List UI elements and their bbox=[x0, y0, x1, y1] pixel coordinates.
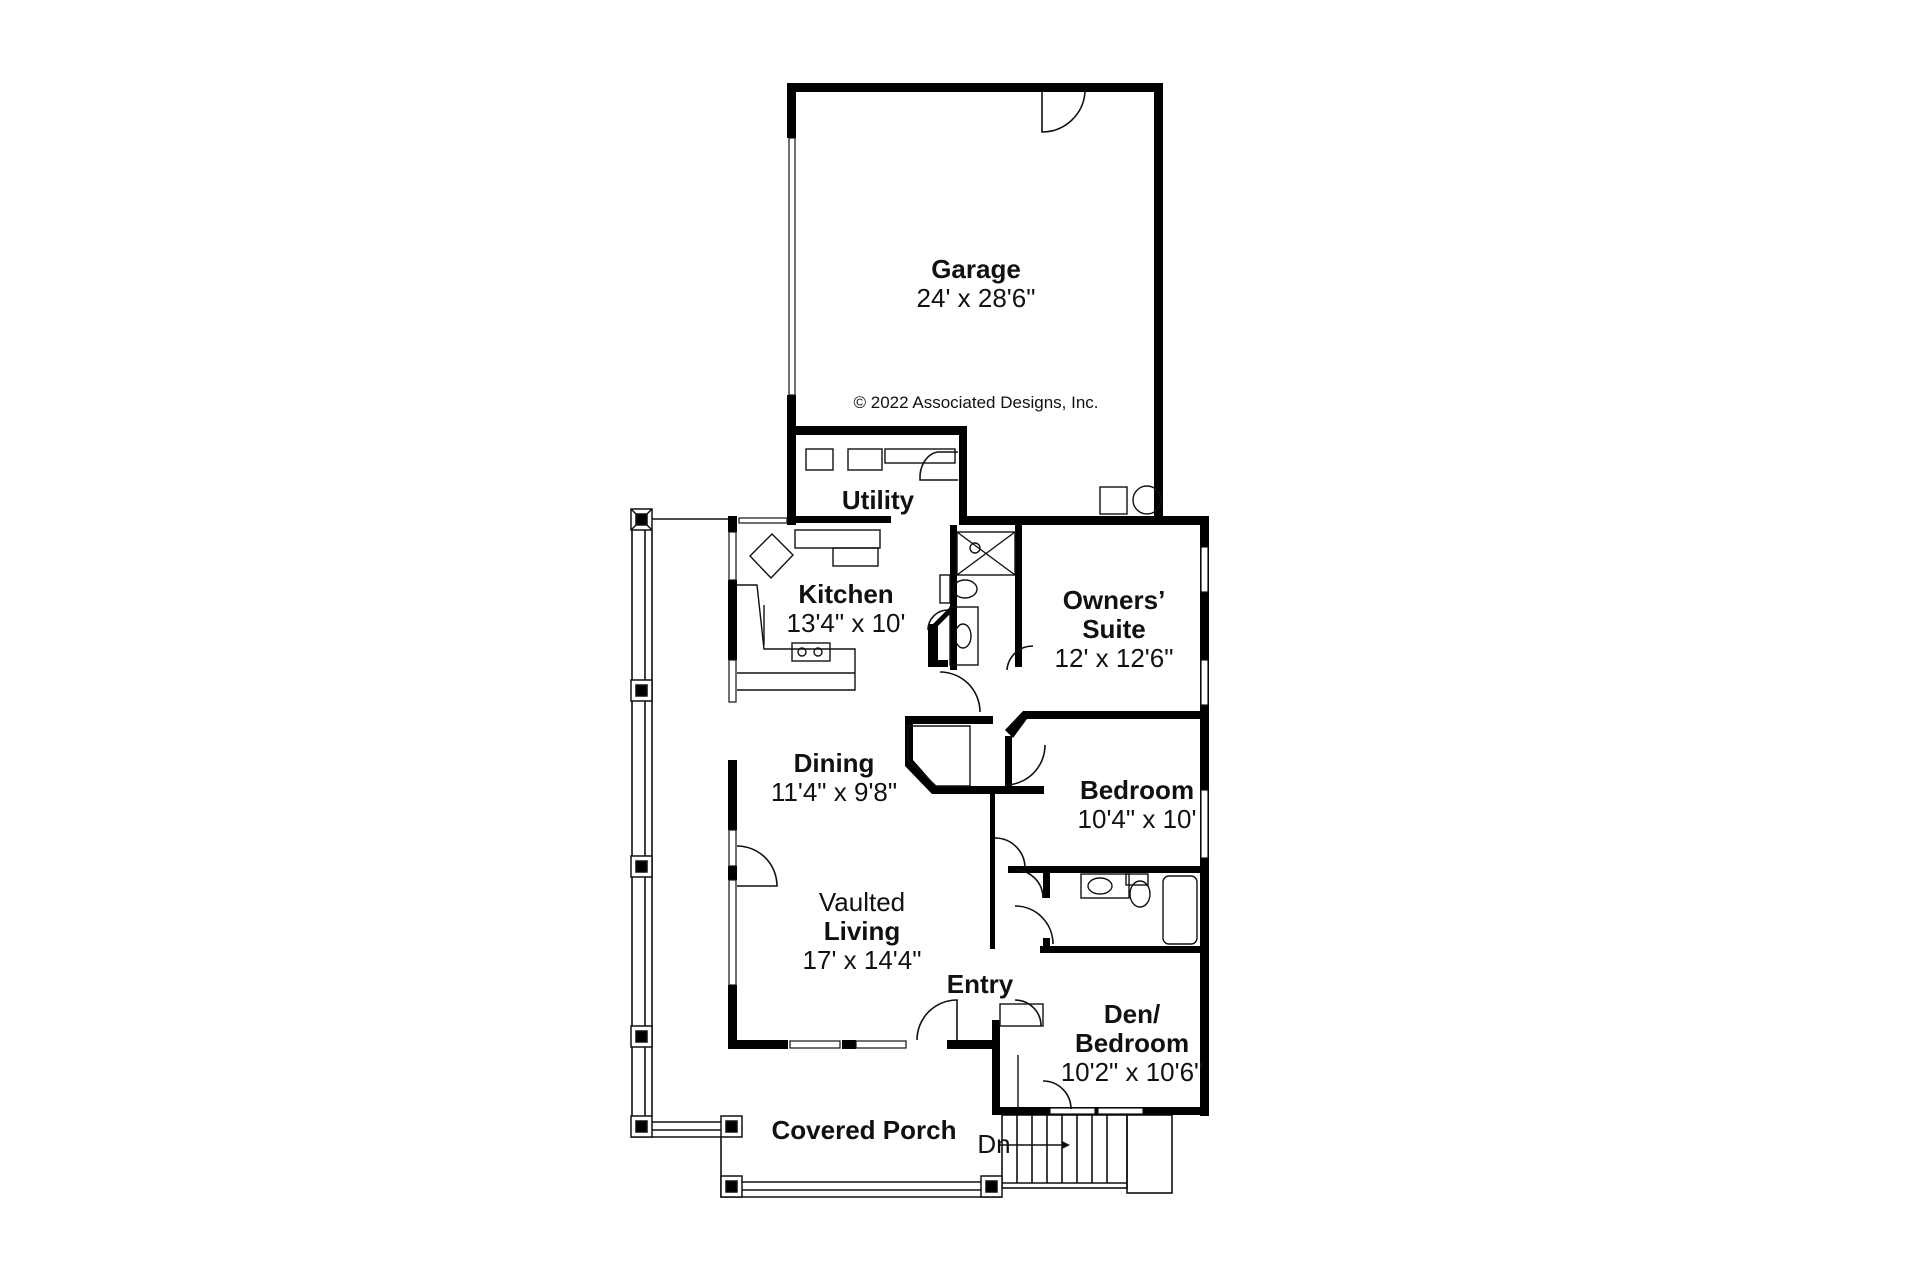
room-label-entry: Entry bbox=[946, 969, 1014, 999]
room-dims: 11'4" x 9'8" bbox=[770, 777, 898, 808]
door-swings bbox=[736, 91, 1086, 1110]
room-dims: 10'2" x 10'6" bbox=[1060, 1057, 1204, 1088]
room-label-den: Den/ Bedroom 10'2" x 10'6" bbox=[1060, 999, 1204, 1088]
room-name: Garage bbox=[931, 254, 1021, 284]
room-name: Utility bbox=[841, 485, 915, 515]
room-dims: 12' x 12'6" bbox=[1054, 643, 1174, 674]
room-dims: 24' x 28'6" bbox=[916, 283, 1036, 314]
room-name: Bedroom bbox=[1079, 775, 1195, 805]
room-label-owners-suite: Owners’ Suite 12' x 12'6" bbox=[1054, 585, 1174, 674]
room-name: Den/ bbox=[1103, 999, 1161, 1029]
room-label-utility: Utility bbox=[841, 485, 915, 515]
room-label-living: Vaulted Living 17' x 14'4" bbox=[802, 887, 922, 976]
room-name: Dining bbox=[793, 748, 875, 778]
room-name: Covered Porch bbox=[771, 1115, 957, 1145]
room-prefix: Vaulted bbox=[818, 887, 906, 917]
room-label-kitchen: Kitchen 13'4" x 10' bbox=[786, 579, 906, 639]
porch-columns bbox=[630, 508, 1003, 1198]
room-name: Entry bbox=[946, 969, 1014, 999]
room-label-bedroom: Bedroom 10'4" x 10' bbox=[1077, 775, 1197, 835]
fixtures bbox=[737, 448, 1198, 1107]
windows bbox=[728, 137, 1209, 1115]
room-name: Suite bbox=[1082, 614, 1146, 645]
room-dims: 10'4" x 10' bbox=[1077, 804, 1197, 835]
room-label-porch: Covered Porch bbox=[771, 1115, 957, 1145]
room-dims: 13'4" x 10' bbox=[786, 608, 906, 639]
room-name: Living bbox=[823, 916, 901, 947]
room-name: Bedroom bbox=[1074, 1028, 1190, 1059]
stairs bbox=[1001, 1114, 1173, 1194]
room-dims: 17' x 14'4" bbox=[802, 945, 922, 976]
room-name: Kitchen bbox=[798, 579, 894, 609]
room-label-dining: Dining 11'4" x 9'8" bbox=[770, 748, 898, 808]
copyright-notice: © 2022 Associated Designs, Inc. bbox=[853, 393, 1099, 412]
room-label-garage: Garage 24' x 28'6" bbox=[916, 254, 1036, 314]
room-name: Owners’ bbox=[1062, 585, 1166, 615]
stair-down-label: Dn bbox=[977, 1129, 1011, 1159]
